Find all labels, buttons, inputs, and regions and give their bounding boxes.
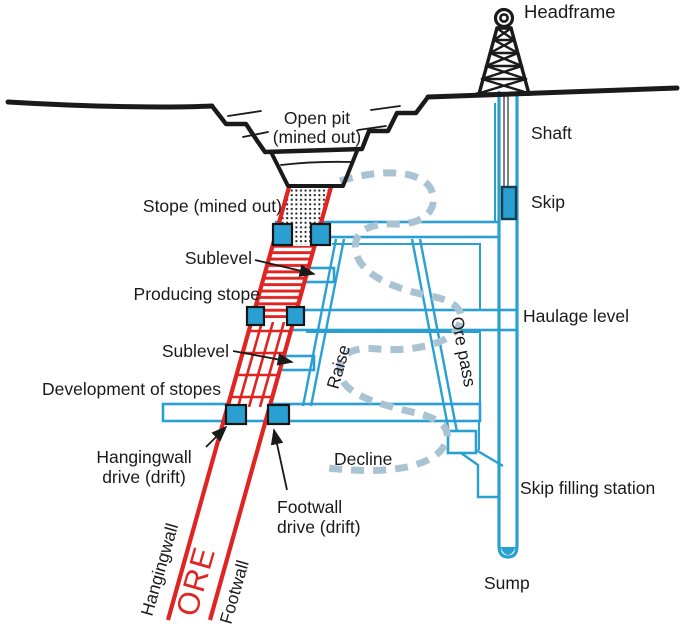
raise-passage <box>301 238 346 407</box>
open-pit-outline <box>209 94 431 155</box>
label-headframe: Headframe <box>524 1 616 22</box>
label-sublevel-upper: Sublevel <box>185 248 252 268</box>
label-footwall-drive-line1: Footwall <box>277 497 342 517</box>
headframe-structure <box>475 7 533 96</box>
development-stopes-grid <box>227 322 293 407</box>
label-raise: Raise <box>323 343 355 392</box>
label-sump: Sump <box>484 573 530 593</box>
footwall-drive-arrow <box>270 428 288 491</box>
sublevel-upper-arrow <box>254 259 316 277</box>
label-skip: Skip <box>531 192 565 212</box>
label-hangingwall-drive-line2: drive (drift) <box>102 467 186 487</box>
label-decline: Decline <box>334 449 392 469</box>
decline-ramp-path <box>327 169 465 474</box>
shaft-walls <box>497 91 519 559</box>
hangingwall-crosscut-square <box>245 305 266 327</box>
shaft-structure <box>494 91 519 559</box>
ground-surface-left <box>5 99 215 110</box>
label-stope-mined-out: Stope (mined out) <box>143 196 282 216</box>
label-footwall: Footwall <box>216 558 253 626</box>
open-pit-inner-bench <box>269 149 359 188</box>
label-development-of-stopes: Development of stopes <box>42 379 221 399</box>
skip-filling-station-structure <box>446 429 504 499</box>
sheave-wheel-hub <box>499 13 509 23</box>
sublevel-lower-arrow <box>232 350 294 366</box>
footwall-crosscut-square <box>309 222 332 247</box>
footwall-crosscut-square <box>285 305 306 327</box>
hangingwall-drive-arrow <box>205 425 228 448</box>
ore-chute-box <box>446 429 478 455</box>
label-producing-stope: Producing stope <box>134 284 260 304</box>
headframe-lattice <box>478 27 530 95</box>
label-hangingwall-drive-line1: Hangingwall <box>96 447 191 467</box>
stope-block-outline-lower <box>306 331 481 404</box>
label-footwall-drive-line2: drive (drift) <box>277 517 361 537</box>
sump-water <box>500 547 516 555</box>
footwall-contact-line <box>207 186 334 621</box>
pit-bench-marks <box>227 105 401 166</box>
label-open-pit-line2: (mined out) <box>273 127 362 147</box>
label-haulage-level: Haulage level <box>523 306 629 326</box>
label-open-pit-line1: Open pit <box>284 108 350 128</box>
surface-and-pit <box>5 7 680 188</box>
label-shaft: Shaft <box>531 123 572 143</box>
footwall-drive-square <box>266 403 291 426</box>
hangingwall-contact-line <box>165 186 292 621</box>
label-skip-filling-station: Skip filling station <box>520 478 655 498</box>
skip-conveyance <box>500 185 518 221</box>
annotation-arrows <box>205 259 316 491</box>
hangingwall-drive-square <box>224 403 248 426</box>
stope-block-outline-upper <box>332 243 481 310</box>
ground-surface-right <box>425 85 680 100</box>
hoist-and-skip <box>500 92 518 221</box>
crosscut-squares <box>224 222 332 426</box>
hangingwall-crosscut-square <box>271 222 294 247</box>
ore-pass-passage <box>410 238 459 433</box>
label-sublevel-lower: Sublevel <box>162 341 229 361</box>
